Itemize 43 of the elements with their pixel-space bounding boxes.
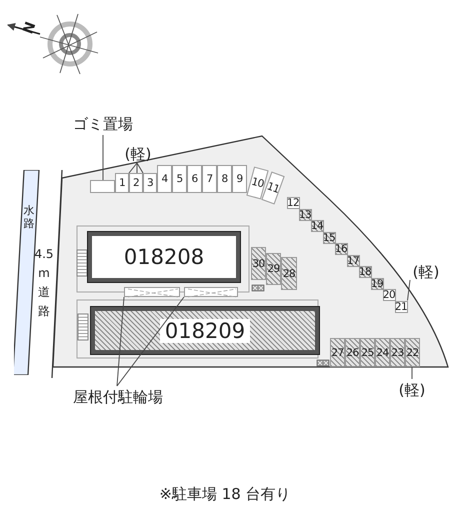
parking-space: 16 bbox=[334, 243, 348, 255]
parking-space: 22 bbox=[405, 338, 420, 367]
waterway-label: 水路 bbox=[22, 204, 36, 230]
parking-space: 30 bbox=[251, 247, 266, 280]
parking-space: 5 bbox=[172, 165, 187, 193]
parking-space: 3 bbox=[143, 173, 157, 193]
parking-space: 28 bbox=[281, 257, 297, 290]
parking-space: 24 bbox=[375, 338, 390, 367]
leader-line bbox=[136, 162, 144, 174]
parking-space: 1 bbox=[115, 173, 129, 193]
callout-label: ゴミ置場 bbox=[62, 113, 144, 135]
parking-space: 7 bbox=[202, 165, 217, 193]
bicycle-shed bbox=[124, 287, 180, 297]
callout-label: (軽) bbox=[406, 262, 446, 282]
parking-space: 14 bbox=[310, 220, 324, 232]
callout-label: (軽) bbox=[118, 144, 158, 164]
parking-space: 25 bbox=[360, 338, 375, 367]
parking-space: 9 bbox=[232, 165, 247, 193]
parking-space: 20 bbox=[382, 289, 396, 301]
callout-label: 屋根付駐輪場 bbox=[58, 386, 178, 408]
bicycle-shed bbox=[184, 287, 238, 297]
apartment-building bbox=[88, 232, 240, 282]
building-number: 018209 bbox=[160, 318, 250, 342]
road-label: 4.5m道路 bbox=[34, 246, 54, 320]
apartment-building bbox=[91, 307, 319, 354]
parking-space: 23 bbox=[390, 338, 405, 367]
parking-space: 18 bbox=[358, 266, 372, 278]
caption: ※駐車場 18 台有り bbox=[158, 485, 292, 504]
parking-space: 8 bbox=[217, 165, 232, 193]
parking-space: 27 bbox=[330, 338, 345, 367]
leader-line bbox=[128, 162, 138, 174]
leader-line bbox=[136, 162, 138, 174]
parking-space: 4 bbox=[157, 165, 172, 193]
parking-space: 29 bbox=[266, 253, 281, 285]
leader-line bbox=[102, 134, 104, 180]
parking-space: 6 bbox=[187, 165, 202, 193]
parking-space: 2 bbox=[129, 173, 143, 193]
parking-space: 26 bbox=[345, 338, 360, 367]
garbage-area bbox=[90, 180, 115, 193]
callout-label: (軽) bbox=[392, 380, 432, 400]
leader-line bbox=[116, 296, 124, 386]
parking-space: 12 bbox=[286, 197, 300, 209]
leader-line bbox=[407, 280, 410, 301]
